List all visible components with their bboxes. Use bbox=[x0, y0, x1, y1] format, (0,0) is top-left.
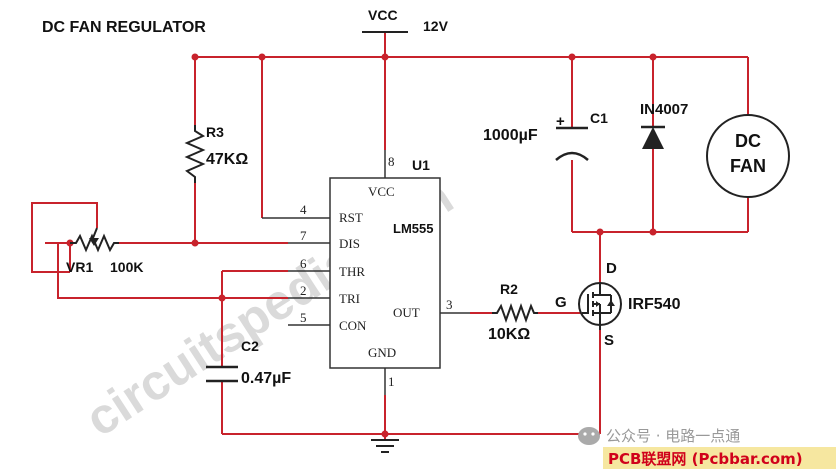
c1-value: 1000µF bbox=[483, 127, 538, 144]
r3-ref: R3 bbox=[206, 124, 224, 140]
vcc-label: VCC bbox=[368, 7, 398, 23]
c1-ref: C1 bbox=[590, 110, 608, 126]
vr1-value: 100K bbox=[110, 259, 143, 275]
pin-tri-num: 2 bbox=[300, 283, 307, 298]
r2-resistor bbox=[492, 303, 538, 323]
c2-ref: C2 bbox=[241, 338, 259, 354]
d1-ref: IN4007 bbox=[640, 101, 688, 118]
site-watermark: PCB联盟网 (Pcbbar.com) bbox=[608, 450, 803, 468]
pin-vcc-num: 8 bbox=[388, 154, 395, 169]
c2-capacitor bbox=[206, 365, 238, 383]
diagram-title: DC FAN REGULATOR bbox=[42, 19, 206, 36]
d1-diode bbox=[641, 125, 665, 149]
r2-ref: R2 bbox=[500, 281, 518, 297]
pin-out-name: OUT bbox=[393, 305, 420, 320]
ic-ref: U1 bbox=[412, 157, 430, 173]
ic-part: LM555 bbox=[393, 221, 433, 236]
pin-rst-num: 4 bbox=[300, 202, 307, 217]
pin-rst-name: RST bbox=[339, 210, 363, 225]
vr1-wiper-arrow bbox=[89, 238, 99, 246]
mosfet-irf540 bbox=[578, 282, 622, 330]
c2-value: 0.47µF bbox=[241, 370, 291, 387]
pin-dis-num: 7 bbox=[300, 228, 307, 243]
wechat-watermark: 公众号 · 电路一点通 bbox=[606, 427, 740, 445]
pin-con-num: 5 bbox=[300, 310, 307, 325]
fan-label-line1: DC bbox=[735, 131, 761, 151]
pin-vcc-name: VCC bbox=[368, 184, 395, 199]
mosfet-gate-label: G bbox=[555, 294, 567, 311]
wire-vr1-tri bbox=[57, 243, 288, 299]
mosfet-ref: IRF540 bbox=[628, 296, 681, 313]
vr1-ref: VR1 bbox=[66, 259, 93, 275]
dc-fan-motor bbox=[706, 114, 790, 198]
r3-value: 47KΩ bbox=[206, 151, 248, 168]
pin-dis-name: DIS bbox=[339, 236, 360, 251]
pin-con-name: CON bbox=[339, 318, 367, 333]
c1-polarity: + bbox=[556, 113, 565, 130]
junction-dots bbox=[66, 53, 657, 438]
vr1-wiper bbox=[92, 227, 98, 239]
ic-lm555-body bbox=[329, 177, 441, 369]
pin-thr-name: THR bbox=[339, 264, 365, 279]
pin-gnd-name: GND bbox=[368, 345, 396, 360]
ground-symbol bbox=[371, 439, 399, 453]
r3-resistor bbox=[184, 125, 206, 183]
pin-out-num: 3 bbox=[446, 297, 453, 312]
supply-voltage: 12V bbox=[423, 18, 449, 34]
pin-gnd-num: 1 bbox=[388, 374, 395, 389]
c1-capacitor bbox=[555, 126, 589, 161]
wechat-logo-icon bbox=[578, 427, 600, 445]
mosfet-source-label: S bbox=[604, 332, 614, 349]
pin-tri-name: TRI bbox=[339, 291, 360, 306]
mosfet-drain-label: D bbox=[606, 260, 617, 277]
pin-thr-num: 6 bbox=[300, 256, 307, 271]
site-watermark-bg bbox=[603, 447, 836, 469]
r2-value: 10KΩ bbox=[488, 326, 530, 343]
fan-label-line2: FAN bbox=[730, 156, 766, 176]
wire-vr1-loop bbox=[31, 202, 98, 273]
